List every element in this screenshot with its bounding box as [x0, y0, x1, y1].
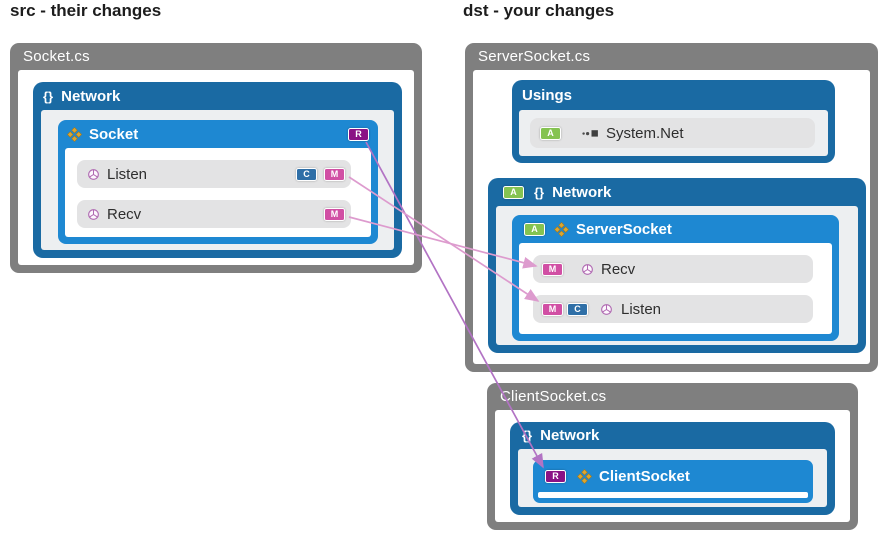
class-body-socket: Listen C M Recv M	[65, 148, 371, 237]
namespace-icon: {}	[522, 428, 533, 443]
namespace-body-src: Socket R Listen C M	[41, 110, 394, 250]
class-icon	[577, 468, 592, 484]
member-label-listen: Listen	[107, 165, 148, 183]
renamed-badge: R	[348, 127, 369, 141]
file-container-serversocket-cs[interactable]: ServerSocket.cs Usings A System.Net	[465, 43, 878, 372]
method-icon	[87, 208, 100, 221]
namespace-box-network-client[interactable]: {} Network R ClientSocket	[510, 422, 835, 515]
usings-body: A System.Net	[519, 110, 828, 156]
usings-box[interactable]: Usings A System.Net	[512, 80, 835, 163]
class-box-clientsocket[interactable]: R ClientSocket	[533, 460, 813, 503]
src-column-title: src - their changes	[10, 1, 162, 20]
namespace-body-client: R ClientSocket	[518, 449, 827, 507]
namespace-box-network-src[interactable]: {} Network Socket R	[33, 82, 402, 258]
using-label-system-net: System.Net	[606, 124, 684, 142]
method-icon	[581, 263, 594, 276]
member-row-listen-dst[interactable]: M C Listen	[533, 295, 813, 323]
usings-label: Usings	[522, 86, 573, 104]
member-row-recv-dst[interactable]: M Recv	[533, 255, 813, 283]
namespace-label: Network	[540, 427, 600, 444]
method-icon	[600, 303, 613, 316]
member-row-recv-src[interactable]: Recv M	[77, 200, 351, 228]
changed-badge: C	[567, 302, 588, 316]
using-row-system-net[interactable]: A System.Net	[530, 118, 815, 148]
namespace-body-dst: A ServerSocket M	[496, 206, 858, 345]
file-body-clientsocket-cs: {} Network R ClientSocket	[495, 410, 850, 522]
file-body-serversocket-cs: Usings A System.Net A {}	[473, 70, 870, 364]
member-label-listen: Listen	[621, 300, 662, 318]
added-badge: A	[524, 222, 545, 236]
namespace-icon: {}	[534, 184, 545, 200]
namespace-box-network-dst[interactable]: A {} Network A ServerSocket	[488, 178, 866, 353]
using-icon	[582, 128, 599, 138]
member-label-recv: Recv	[601, 260, 636, 278]
moved-badge: M	[324, 207, 345, 221]
file-title-serversocket-cs: ServerSocket.cs	[478, 48, 591, 65]
class-label-socket: Socket	[89, 125, 139, 143]
dst-column-title: dst - your changes	[463, 1, 615, 20]
moved-badge: M	[542, 262, 563, 276]
class-box-socket[interactable]: Socket R Listen C M	[58, 120, 378, 244]
file-container-clientsocket-cs[interactable]: ClientSocket.cs {} Network R ClientSocke	[487, 383, 858, 530]
file-title-socket-cs: Socket.cs	[23, 48, 90, 65]
added-badge: A	[503, 185, 524, 199]
namespace-label: Network	[552, 183, 612, 201]
class-icon	[67, 126, 82, 142]
changed-badge: C	[296, 167, 317, 181]
added-badge: A	[540, 126, 561, 140]
class-body-serversocket: M Recv M C	[519, 243, 832, 334]
member-row-listen-src[interactable]: Listen C M	[77, 160, 351, 188]
moved-badge: M	[324, 167, 345, 181]
class-label-clientsocket: ClientSocket	[599, 467, 690, 485]
moved-badge: M	[542, 302, 563, 316]
class-body-clientsocket	[538, 492, 808, 498]
class-label-serversocket: ServerSocket	[576, 220, 672, 238]
method-icon	[87, 168, 100, 181]
class-icon	[554, 221, 569, 237]
file-title-clientsocket-cs: ClientSocket.cs	[500, 388, 607, 405]
namespace-label: Network	[61, 87, 121, 105]
class-box-serversocket[interactable]: A ServerSocket M	[512, 215, 839, 341]
namespace-icon: {}	[43, 88, 54, 104]
file-body-socket-cs: {} Network Socket R	[18, 70, 414, 265]
member-label-recv: Recv	[107, 205, 142, 223]
file-container-socket-cs[interactable]: Socket.cs {} Network Socket R	[10, 43, 422, 273]
renamed-badge: R	[545, 469, 566, 483]
